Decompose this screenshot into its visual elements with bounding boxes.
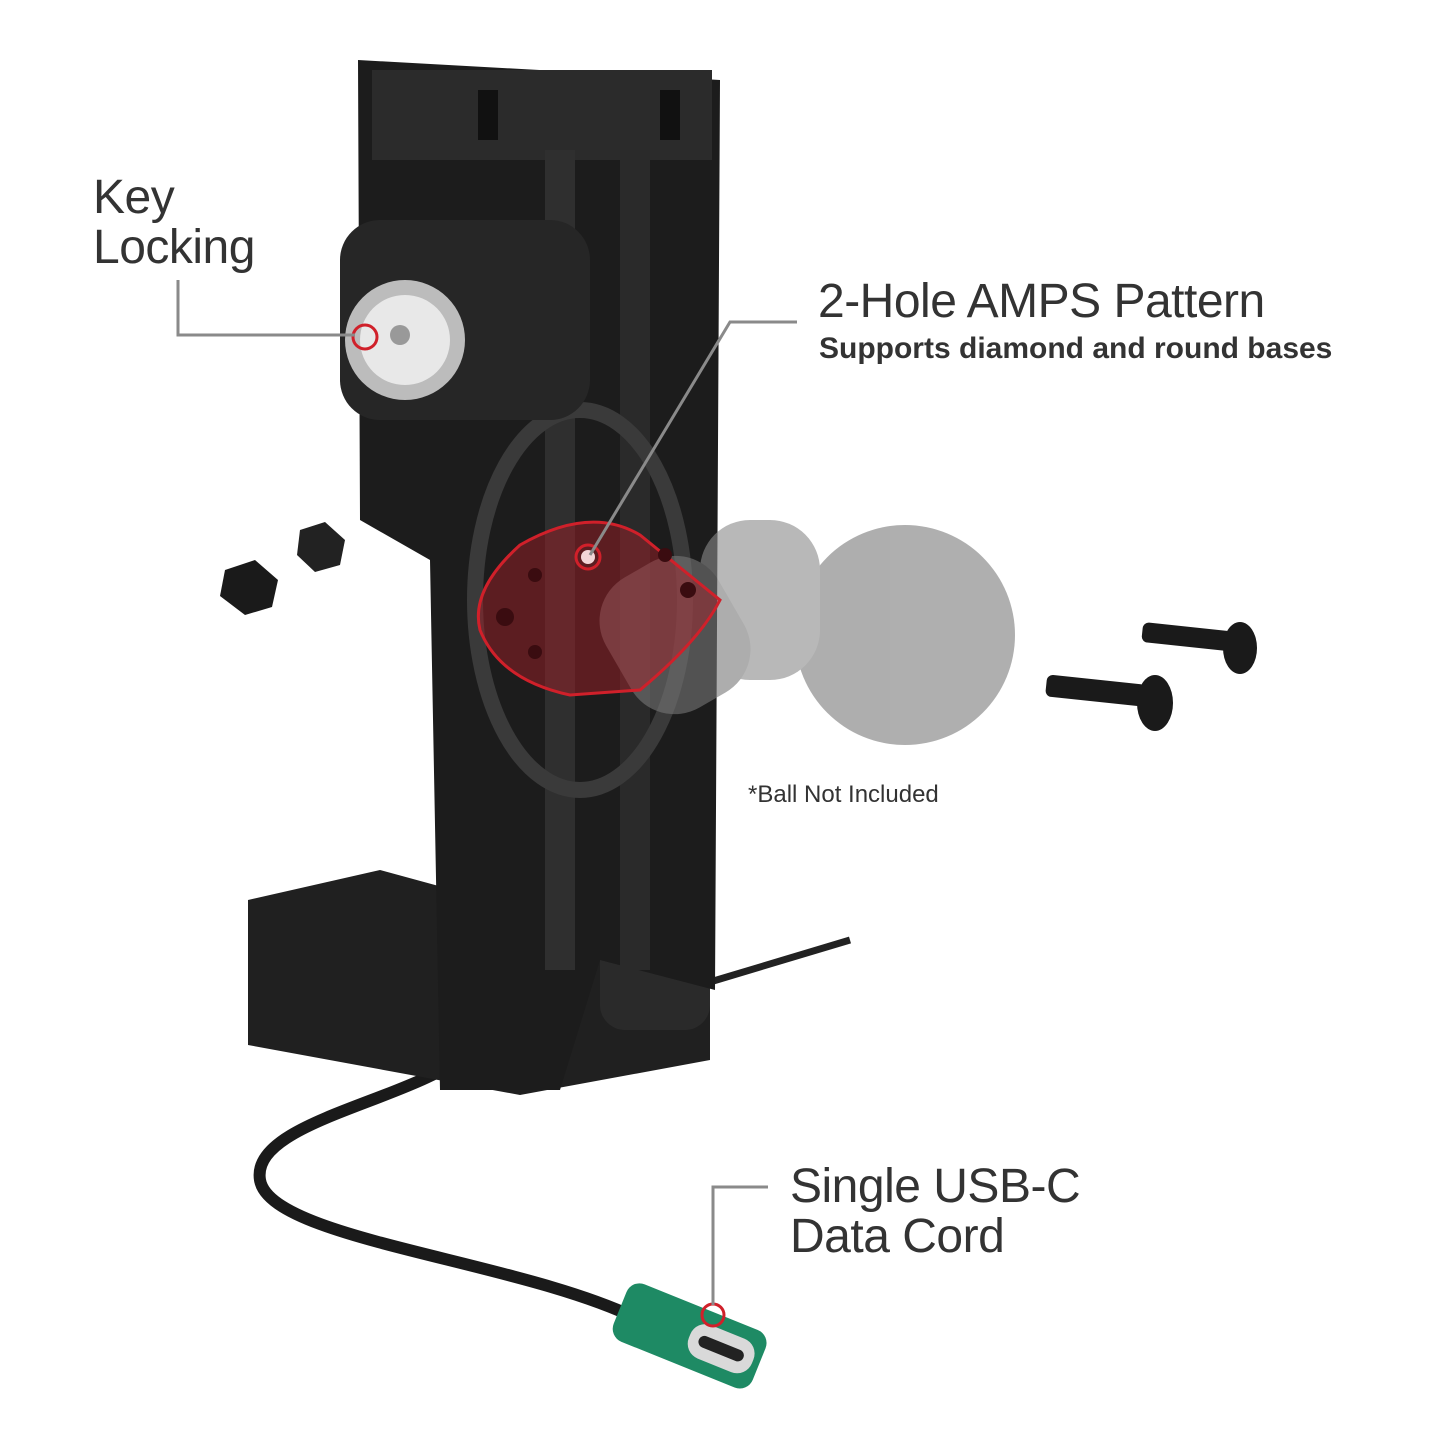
amps-subtitle: Supports diamond and round bases <box>819 332 1333 365</box>
key-locking-line2: Locking <box>93 221 255 274</box>
usb-leader-line <box>711 1185 768 1305</box>
amps-leader-line <box>588 320 797 556</box>
key-locking-line1: Key <box>93 171 175 224</box>
usb-cable <box>253 1045 643 1326</box>
usb-label: Single USB-C Data Cord <box>790 1160 1081 1263</box>
screw <box>1045 622 1257 731</box>
usb-line1: Single USB-C <box>790 1160 1081 1213</box>
amps-title: 2-Hole AMPS Pattern <box>818 275 1265 328</box>
usb-line2: Data Cord <box>790 1210 1005 1263</box>
key-locking-label: Key Locking <box>93 174 255 272</box>
key-lock-marker <box>351 323 379 351</box>
ball-note: *Ball Not Included <box>748 781 939 808</box>
rear-cable <box>698 936 852 989</box>
key-leader-line <box>176 280 355 337</box>
hex-nut <box>220 560 278 615</box>
amps-hole-marker <box>574 543 602 571</box>
usb-c-connector <box>612 1283 767 1389</box>
hex-nut <box>297 522 345 572</box>
